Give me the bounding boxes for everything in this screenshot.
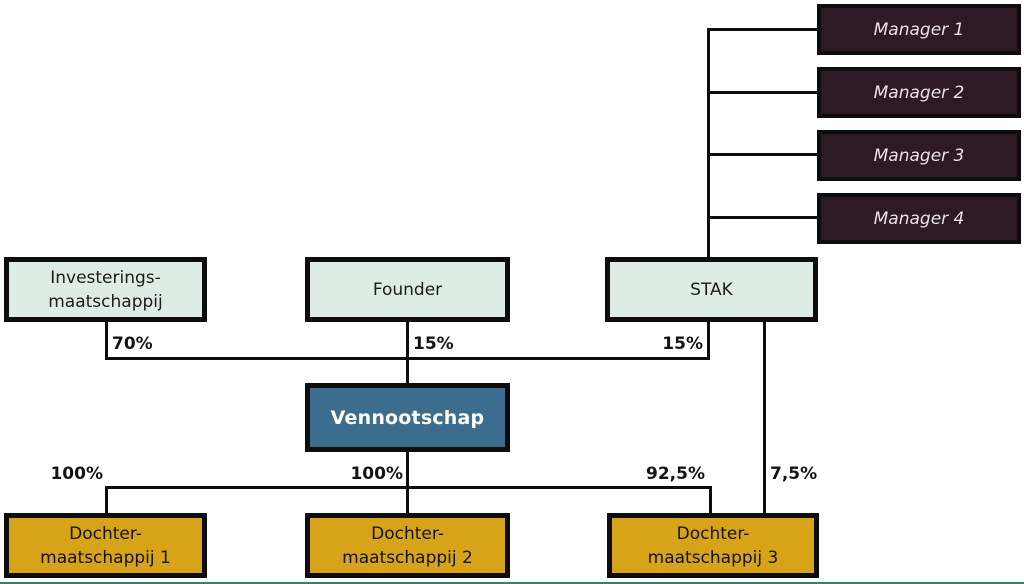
node-investeringsmaatschappij: Investerings- maatschappij	[4, 257, 207, 322]
ownership-label-sub1: 100%	[50, 464, 103, 484]
sub2-label-line1: Dochter-	[371, 523, 444, 544]
ownership-label-stak: 15%	[662, 334, 703, 354]
node-dochter-2: Dochter- maatschappij 2	[305, 513, 510, 578]
company-label: Vennootschap	[330, 406, 485, 429]
edge-stak-managers-trunk	[707, 28, 710, 257]
edge-sub1-drop	[105, 486, 108, 513]
node-stak: STAK	[605, 257, 818, 322]
edge-manager-4-branch	[707, 216, 817, 219]
investor-label-line2: maatschappij	[48, 291, 163, 312]
edge-manager-3-branch	[707, 153, 817, 156]
node-manager-3: Manager 3	[817, 130, 1021, 181]
edge-stak-drop	[707, 322, 710, 360]
sub3-label-line1: Dochter-	[676, 523, 750, 544]
bottom-edge-strip	[0, 582, 1024, 584]
manager-1-label: Manager 1	[873, 19, 965, 40]
sub1-label-line2: maatschappij 1	[40, 547, 171, 568]
edge-company-to-sub2	[406, 452, 409, 513]
ownership-label-investor: 70%	[112, 334, 153, 354]
sub1-label-line1: Dochter-	[69, 523, 142, 544]
sub2-label-line2: maatschappij 2	[342, 547, 473, 568]
ownership-label-founder: 15%	[413, 334, 454, 354]
ownership-label-stak-sub3: 7,5%	[770, 464, 818, 484]
edge-founder-to-company	[406, 322, 409, 383]
stak-label: STAK	[690, 279, 733, 300]
edge-bottom-bus	[105, 486, 712, 489]
manager-2-label: Manager 2	[873, 82, 965, 103]
node-founder: Founder	[305, 257, 510, 322]
investor-label-line1: Investerings-	[50, 267, 161, 288]
node-vennootschap: Vennootschap	[305, 383, 510, 452]
node-manager-2: Manager 2	[817, 67, 1021, 118]
edge-manager-1-branch	[707, 28, 817, 31]
node-dochter-1: Dochter- maatschappij 1	[4, 513, 207, 578]
edge-stak-to-sub3	[763, 322, 766, 513]
ownership-label-sub3: 92,5%	[646, 464, 705, 484]
manager-4-label: Manager 4	[873, 208, 965, 229]
node-manager-1: Manager 1	[817, 4, 1021, 55]
ownership-label-sub2: 100%	[350, 464, 403, 484]
edge-investor-drop	[105, 322, 108, 360]
sub3-label-line2: maatschappij 3	[647, 547, 779, 568]
founder-label: Founder	[372, 279, 443, 300]
edge-manager-2-branch	[707, 91, 817, 94]
edge-sub3-drop	[709, 486, 712, 513]
node-manager-4: Manager 4	[817, 193, 1021, 244]
node-dochter-3: Dochter- maatschappij 3	[607, 513, 819, 578]
manager-3-label: Manager 3	[873, 145, 965, 166]
